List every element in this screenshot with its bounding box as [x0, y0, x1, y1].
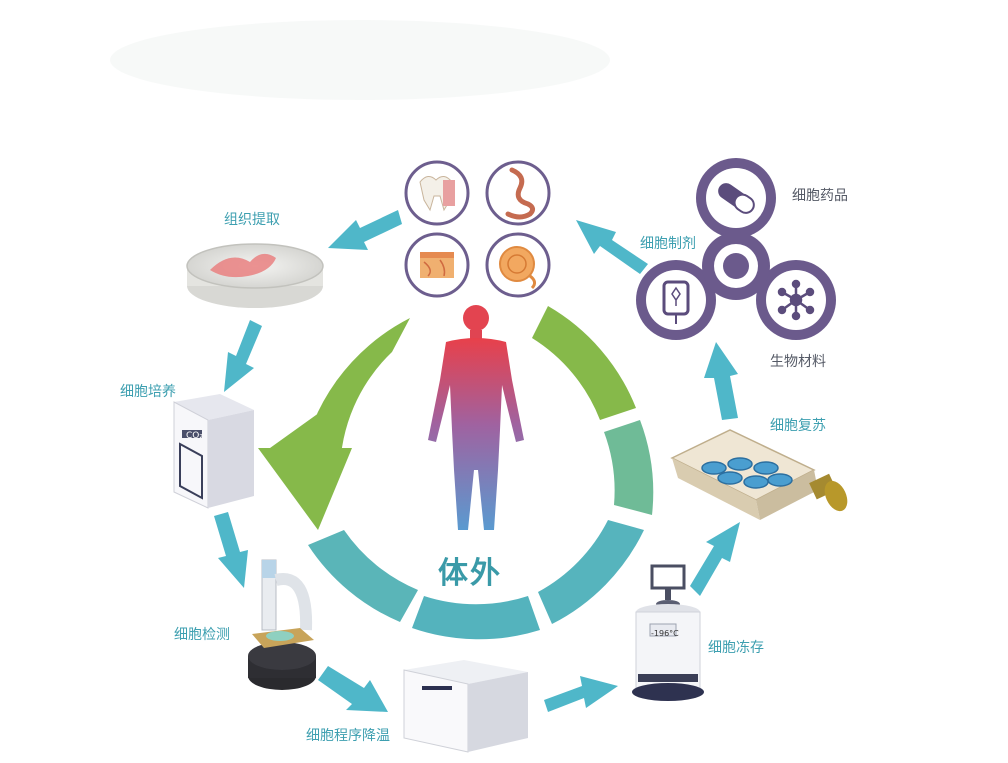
label-tissue-extraction: 组织提取: [224, 212, 280, 228]
arrow-to-cell-recovery: [690, 522, 740, 596]
process-arrows: [214, 210, 740, 712]
arrow-to-cell-preparation: [704, 342, 738, 420]
ring-segment-right: [604, 420, 654, 515]
arrow-to-programmed-cooling: [318, 666, 388, 712]
co2-incubator-icon: [173, 394, 254, 509]
arrow-to-cell-testing: [214, 512, 248, 588]
ring-segment-upper-right: [532, 306, 636, 420]
culture-flask-icon: [670, 429, 848, 520]
arrow-to-tissue-extraction: [328, 210, 402, 250]
ring-segment-upper-left: [300, 318, 410, 472]
molecule-icon: [777, 279, 815, 321]
label-cell-testing: 细胞检测: [174, 627, 230, 643]
arrow-to-cell-culture: [224, 320, 262, 392]
freezer-temperature-display: -196°C: [651, 629, 679, 638]
skin-tissue-icon: [404, 232, 470, 298]
label-cell-culture: 细胞培养: [120, 384, 176, 400]
ring-arrow-tail: [270, 405, 330, 455]
ring-segment-bottom: [412, 596, 540, 640]
iv-bag-icon: [662, 280, 690, 324]
tissue-sources: [404, 160, 551, 298]
capsule-icon: [718, 183, 755, 214]
tooth-tissue-icon: [404, 160, 470, 226]
center-label-in-vitro: 体外: [438, 556, 502, 591]
label-cell-drugs: 细胞药品: [792, 188, 848, 204]
ring-arrowhead: [258, 448, 352, 530]
incubator-co2-tag: CO₂: [186, 431, 203, 441]
label-cell-recovery: 细胞复苏: [770, 418, 826, 434]
label-programmed-cooling: 细胞程序降温: [306, 728, 390, 744]
programmed-cooler-icon: [403, 660, 528, 753]
background-haze: [110, 20, 610, 100]
flask-cells: [701, 457, 793, 489]
ring-segment-lower-right: [538, 520, 644, 624]
freezer-tank-icon: [632, 564, 704, 701]
microscope-icon: [248, 559, 316, 690]
label-cell-preparation: 细胞制剂: [640, 236, 696, 252]
pancreas-tissue-icon: [485, 232, 551, 298]
ring-segment-lower-left: [308, 530, 418, 622]
human-body-icon: [428, 305, 524, 530]
central-cycle-ring: [258, 306, 654, 640]
label-biomaterials: 生物材料: [770, 354, 826, 370]
intestine-tissue-icon: [485, 160, 551, 226]
label-cell-freezing: 细胞冻存: [708, 640, 764, 656]
petri-dish-icon: [186, 243, 324, 308]
cell-preparation-spinner: [636, 158, 836, 340]
arrow-return-to-body: [576, 220, 648, 274]
arrow-to-cell-freezing: [544, 676, 618, 712]
